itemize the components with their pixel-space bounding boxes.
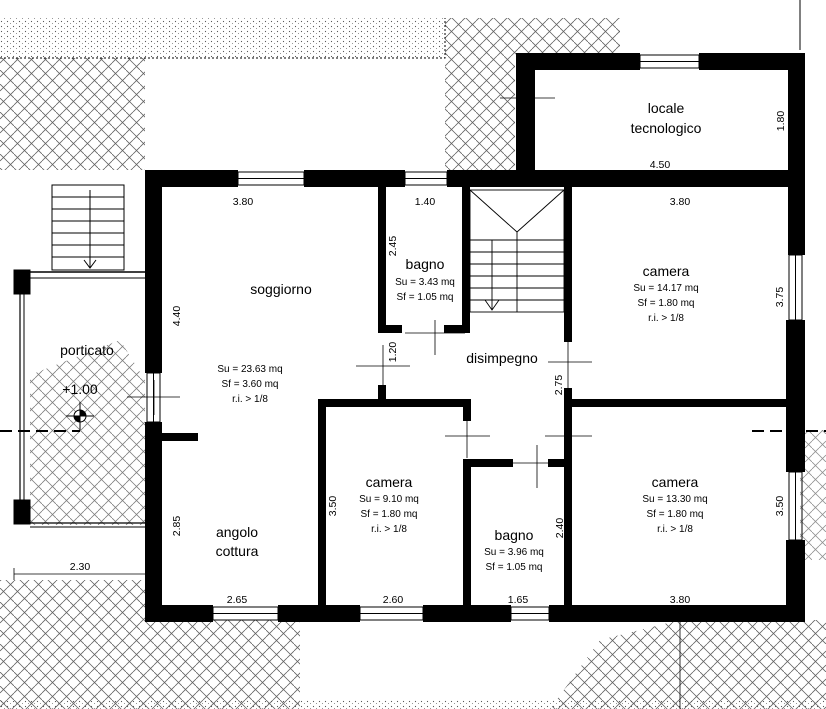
camera2-ri: r.i. > 1/8	[371, 524, 407, 535]
bagno1-label: bagno	[406, 256, 445, 272]
bagno1-sf: Sf = 1.05 mq	[397, 292, 454, 303]
camera2-sf: Sf = 1.80 mq	[361, 509, 418, 520]
level-marker-icon	[66, 402, 94, 430]
camera3-label: camera	[652, 474, 699, 490]
bagno2-su: Su = 3.96 mq	[484, 547, 544, 558]
camera1-height-dim: 3.75	[774, 287, 786, 308]
door-markers	[127, 80, 681, 709]
soggiorno-su: Su = 23.63 mq	[217, 364, 282, 375]
soggiorno-height-dim: 4.40	[171, 306, 183, 327]
interior-stair	[469, 189, 565, 313]
locale-width-dim: 4.50	[650, 159, 671, 171]
windows	[146, 54, 803, 621]
porticato-frame	[13, 269, 148, 528]
camera1-label: camera	[643, 263, 690, 279]
cucina-label-line2: cottura	[216, 543, 259, 559]
bagno2-width-dim: 1.65	[508, 594, 529, 606]
porticato-width-dim: 2.30	[70, 561, 91, 573]
camera1-su: Su = 14.17 mq	[633, 283, 698, 294]
soggiorno-width-dim: 3.80	[233, 196, 254, 208]
camera2-width-dim: 2.60	[383, 594, 404, 606]
cucina-label-line1: angolo	[216, 524, 258, 540]
camera1-ri: r.i. > 1/8	[648, 313, 684, 324]
camera1-width-dim: 3.80	[670, 196, 691, 208]
bagno1-width-dim: 1.40	[415, 196, 436, 208]
disimpegno-label: disimpegno	[466, 350, 538, 366]
cucina-height-dim: 2.85	[171, 516, 183, 537]
camera3-ri: r.i. > 1/8	[657, 524, 693, 535]
locale-label-line1: locale	[648, 100, 685, 116]
bagno2-label: bagno	[495, 527, 534, 543]
disimpegno-height-dim: 2.75	[553, 375, 565, 396]
locale-height-dim: 1.80	[775, 111, 787, 132]
porticato-dim-line	[13, 568, 152, 580]
camera2-height-dim: 3.50	[327, 496, 339, 517]
disimpegno-width-dim: 1.20	[387, 342, 399, 363]
camera1-sf: Sf = 1.80 mq	[638, 298, 695, 309]
bagno2-height-dim: 2.40	[554, 518, 566, 539]
camera2-su: Su = 9.10 mq	[359, 494, 419, 505]
camera2-label: camera	[366, 474, 413, 490]
exterior-stair	[51, 184, 125, 271]
walls	[145, 53, 805, 622]
property-line	[0, 18, 446, 59]
ground-hatching	[0, 18, 826, 709]
soggiorno-label: soggiorno	[250, 281, 312, 297]
bagno1-su: Su = 3.43 mq	[395, 277, 455, 288]
soggiorno-sf: Sf = 3.60 mq	[222, 379, 279, 390]
porticato-label: porticato	[60, 342, 114, 358]
porticato-level: +1.00	[62, 381, 98, 397]
camera3-sf: Sf = 1.80 mq	[647, 509, 704, 520]
camera3-height-dim: 3.50	[774, 496, 786, 517]
camera3-width-dim: 3.80	[670, 594, 691, 606]
locale-label-line2: tecnologico	[631, 120, 702, 136]
camera3-su: Su = 13.30 mq	[642, 494, 707, 505]
soggiorno-ri: r.i. > 1/8	[232, 394, 268, 405]
bagno2-sf: Sf = 1.05 mq	[486, 562, 543, 573]
cucina-width-dim: 2.65	[227, 594, 248, 606]
bagno1-height-dim: 2.45	[387, 236, 399, 257]
